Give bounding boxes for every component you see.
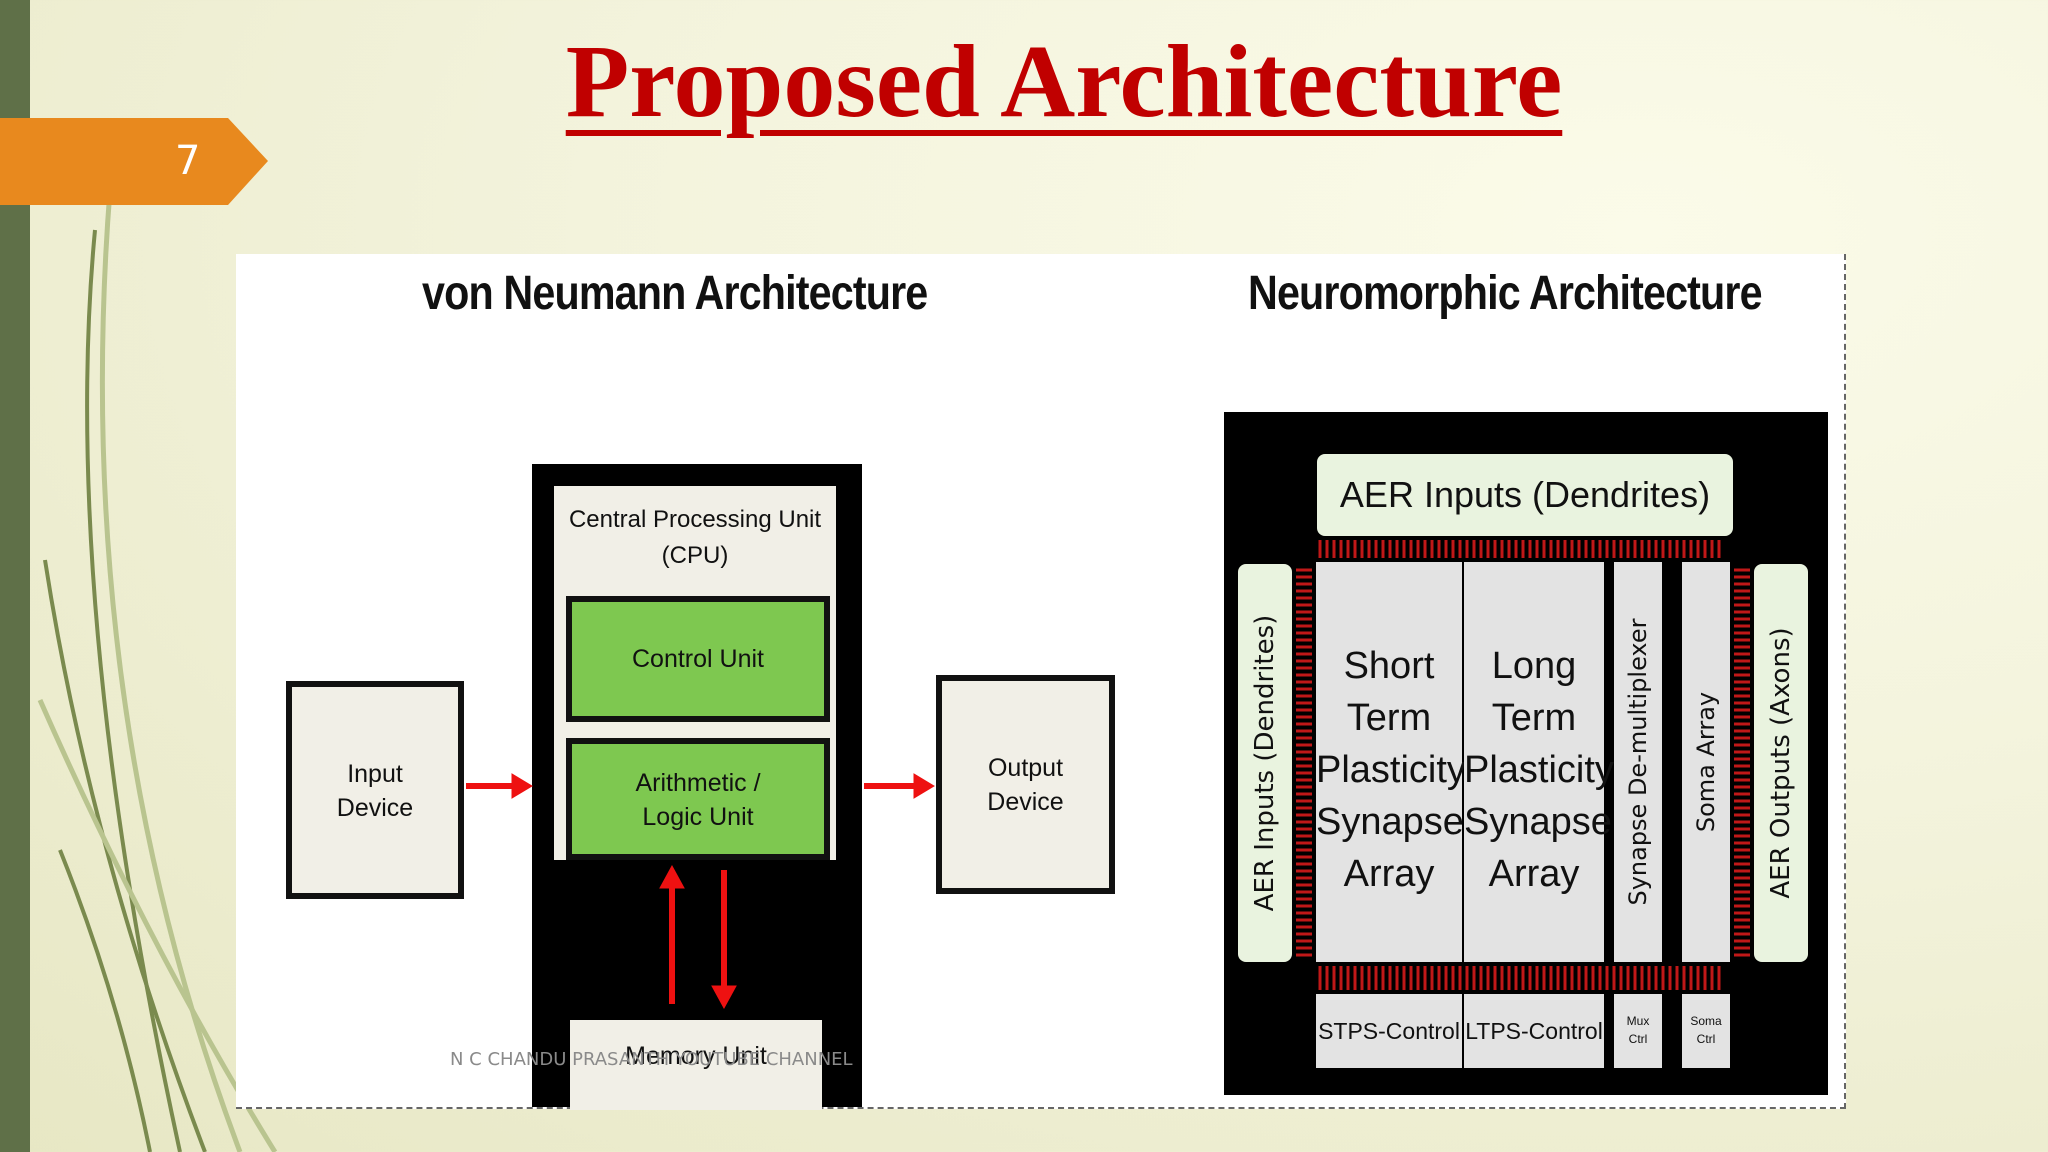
cpu-label: Central Processing Unit (CPU) [568,506,822,569]
von-neumann-heading: von Neumann Architecture [422,267,928,320]
ltps-control-label: LTPS-Control [1465,1018,1603,1044]
stp-array-label: Short Term Plasticity Synapse Array [1316,645,1466,895]
cpu-to-memory-arrowhead [711,985,737,1010]
architecture-figure: von Neumann Architecture Neuromorphic Ar… [236,254,1846,1110]
stps-control-label: STPS-Control [1318,1018,1460,1044]
cpu-to-output-arrowhead [913,773,935,799]
cpu-frame: Central Processing Unit (CPU) Control Un… [532,464,862,1110]
neuromorphic-heading: Neuromorphic Architecture [1248,267,1763,320]
aer-bus-ticks [1296,540,1750,990]
aer-outputs-label: AER Outputs (Axons) [1766,627,1796,899]
mux-ctrl-label: Mux Ctrl [1626,1014,1650,1046]
soma-array-block: Soma Array [1682,562,1730,962]
memory-unit-label: Memory Unit [625,1042,767,1070]
demux-label: Synapse De-multiplexer [1624,618,1652,906]
stps-control-block: STPS-Control [1316,994,1462,1068]
control-unit-label: Control Unit [632,645,764,673]
memory-to-cpu-arrowhead [659,864,685,889]
input-device-label: Input Device [336,760,414,822]
alu-box: Arithmetic / Logic Unit [566,738,830,860]
memory-unit-box: Memory Unit [570,1020,822,1110]
channel-watermark: N C CHANDU PRASANTH YOUTUBE CHANNEL [450,1049,853,1070]
soma-ctrl-label: Soma Ctrl [1690,1014,1722,1046]
alu-label: Arithmetic / Logic Unit [635,769,761,831]
ltps-control-block: LTPS-Control [1464,994,1604,1068]
ltp-synapse-array: Long Term Plasticity Synapse Array [1464,562,1614,962]
slide-number-tab [0,118,268,205]
output-device-label: Output Device [987,754,1064,816]
ltp-array-label: Long Term Plasticity Synapse Array [1464,645,1614,895]
slide-title: Proposed Architecture [565,24,1563,139]
aer-outputs-block: AER Outputs (Axons) [1754,564,1808,962]
control-unit-box: Control Unit [566,596,830,722]
stp-synapse-array: Short Term Plasticity Synapse Array [1316,562,1466,962]
cpu-box: Central Processing Unit (CPU) Control Un… [554,486,836,860]
input-device-box: Input Device [286,681,464,899]
slide-number: 7 [175,138,201,184]
synapse-demux-block: Synapse De-multiplexer [1614,562,1662,962]
flow-arrows [466,773,935,1010]
input-to-cpu-arrowhead [511,773,533,799]
aer-inputs-top-label: AER Inputs (Dendrites) [1339,474,1711,515]
aer-inputs-left-block: AER Inputs (Dendrites) [1238,564,1292,962]
output-device-box: Output Device [936,675,1115,894]
soma-array-label: Soma Array [1692,691,1720,833]
aer-inputs-top-block: AER Inputs (Dendrites) [1317,454,1733,536]
aer-inputs-left-label: AER Inputs (Dendrites) [1250,614,1280,912]
mux-ctrl-block: Mux Ctrl [1614,994,1662,1068]
soma-ctrl-block: Soma Ctrl [1682,994,1730,1068]
